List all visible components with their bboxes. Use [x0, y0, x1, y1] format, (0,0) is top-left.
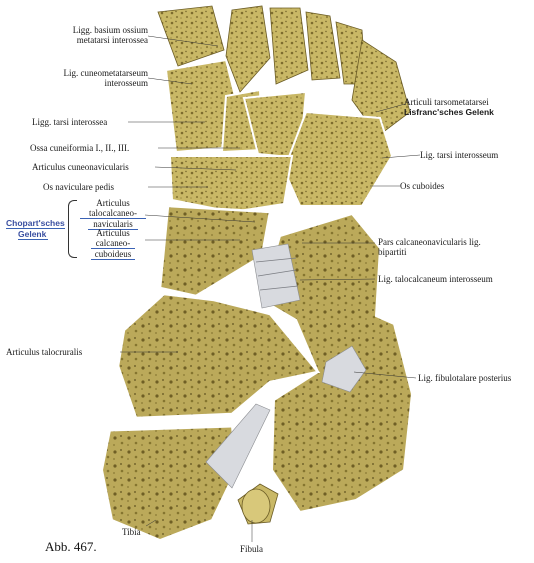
- leader-lines: [120, 35, 421, 542]
- label-art-tarsometatarsei: Articuli tarsometatarsei Lisfranc'sches …: [404, 97, 494, 117]
- label-lig-fibulotalare: Lig. fibulotalare posterius: [418, 373, 512, 383]
- label-lisfranc: Lisfranc'sches Gelenk: [404, 107, 494, 117]
- label-ligg-tarsi: Ligg. tarsi interossea: [32, 117, 108, 127]
- label-tibia: Tibia: [122, 527, 141, 537]
- label-lig-cuneometatarseum: Lig. cuneometatarseum interosseum: [63, 68, 148, 88]
- fibulotalar-ligament: [321, 345, 367, 393]
- talus-body: [116, 292, 321, 420]
- label-art-talocalcaneonavicularis: Articulus talocalcaneo- navicularis: [80, 198, 146, 230]
- cuboid-bone: [282, 110, 394, 207]
- navicular-bone: [168, 155, 294, 214]
- label-art-cuneonavicularis: Articulus cuneonavicularis: [32, 162, 129, 172]
- label-chopart: Chopart'sches Gelenk: [6, 218, 65, 240]
- label-fibula: Fibula: [240, 544, 264, 554]
- tibia-bone: [100, 424, 238, 542]
- talus-head: [158, 204, 272, 298]
- label-lig-tarsi-interosseum: Lig. tarsi interosseum: [420, 150, 499, 160]
- figure-caption: Abb. 467.: [45, 539, 97, 554]
- label-pars-calcaneonavicularis: Pars calcaneonavicularis lig. bipartiti: [378, 237, 481, 257]
- label-ligg-basium: Ligg. basium ossium metatarsi interossea: [72, 25, 148, 45]
- label-art-calcaneocuboideus: Articulus calcaneo- cuboideus: [80, 228, 146, 260]
- label-os-cuboides: Os cuboides: [400, 181, 445, 191]
- label-lig-talocalcaneum: Lig. talocalcaneum interosseum: [378, 274, 493, 284]
- interosseous-ligament: [251, 243, 301, 309]
- chopart-brace: [68, 200, 77, 258]
- metatarsal-bases: [157, 5, 411, 137]
- label-art-talocruralis: Articulus talocruralis: [6, 347, 83, 357]
- label-ossa-cuneiformia: Ossa cuneiformia I., II., III.: [30, 143, 130, 153]
- label-os-naviculare: Os naviculare pedis: [43, 182, 114, 192]
